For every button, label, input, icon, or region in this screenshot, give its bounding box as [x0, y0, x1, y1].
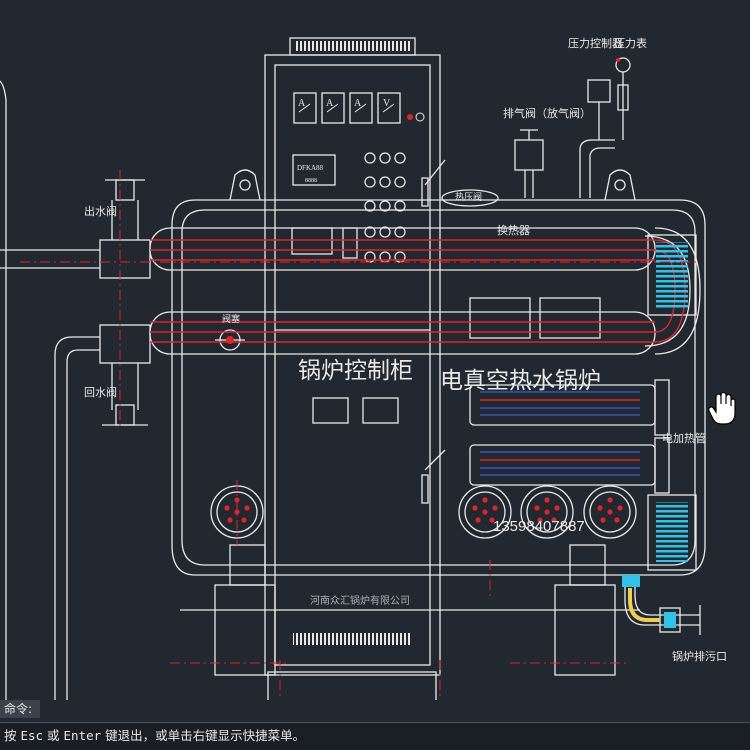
display-sub-value: 8888	[305, 178, 317, 184]
key-esc: Esc	[20, 728, 44, 743]
lifting-lug-right	[604, 169, 636, 201]
meter-label-3: A	[354, 98, 362, 109]
label-pressure-gauge: 压力表	[614, 36, 647, 50]
drain-pipe-highlight	[628, 588, 660, 622]
label-pressure-controller: 压力控制器	[568, 36, 623, 50]
outlet-valve	[99, 239, 151, 279]
pipe-return-left	[54, 336, 100, 700]
phone-number: 13598407887	[493, 518, 585, 535]
company-name: 河南众汇锅炉有限公司	[310, 594, 410, 607]
label-electric-heater: 电加热管	[662, 431, 706, 445]
label-heat-exchanger: 换热器	[497, 223, 530, 237]
boiler-nameplate-1	[469, 297, 531, 339]
heat-tank-top	[441, 189, 499, 207]
display-value: DFKA88	[297, 164, 324, 172]
boiler-title: 电真空热水锅炉	[440, 368, 601, 393]
pan-hand-icon	[708, 392, 736, 425]
return-valve	[99, 324, 151, 364]
meter-label-4: V	[383, 98, 391, 109]
heat-exchanger-tube-upper	[149, 227, 656, 271]
temp-display	[292, 154, 336, 186]
label-return-valve: 回水阀	[84, 385, 117, 399]
label-exhaust-valve: 排气阀（放气阀）	[503, 106, 591, 120]
bottom-vent-grille	[293, 633, 411, 645]
top-vent-grille	[295, 41, 410, 51]
meter-3	[349, 92, 373, 124]
drain-pipe	[624, 575, 700, 626]
door-handle-lower	[424, 449, 446, 471]
label-drain: 锅炉排污口	[672, 649, 727, 663]
meter-4	[377, 92, 401, 124]
key-enter: Enter	[63, 728, 102, 743]
heater-terminal-box-lower	[647, 494, 697, 571]
command-hint-or: 或	[43, 728, 64, 743]
electric-heater-lower	[469, 444, 656, 486]
flange-1	[458, 485, 512, 539]
meter-label-2: A	[326, 98, 334, 109]
nameplate-right	[362, 397, 399, 424]
command-line[interactable]: 按 Esc 或 Enter 键退出，或单击右键显示快捷菜单。	[0, 722, 750, 750]
meter-2	[321, 92, 345, 124]
flange-3	[583, 485, 637, 539]
exhaust-valve	[514, 139, 544, 171]
meter-1	[293, 92, 317, 124]
flange-2	[520, 485, 574, 539]
label-heat-tank: 热压阀	[455, 191, 482, 202]
meter-label-1: A	[298, 98, 306, 109]
boiler-nameplate-2	[539, 297, 601, 339]
cabinet-title: 锅炉控制柜	[298, 358, 413, 383]
left-edge-line	[0, 80, 7, 700]
command-hint-prefix: 按	[4, 728, 21, 743]
nameplate-left	[312, 397, 349, 424]
command-prompt-label: 命令:	[0, 700, 40, 718]
boiler-body	[171, 199, 706, 576]
switch-grid	[364, 152, 406, 263]
lifting-lug-left	[229, 169, 261, 201]
control-panel-screen	[291, 227, 333, 255]
cad-drawing-canvas[interactable]: A A A V DFKA88 8888 锅炉控制柜 电真空热水锅炉 135984…	[0, 0, 750, 700]
label-stop: 阀塞	[222, 313, 240, 324]
pressure-controller	[587, 79, 611, 103]
label-outlet-valve: 出水阀	[84, 204, 117, 218]
command-hint-suffix: 键退出，或单击右键显示快捷菜单。	[101, 728, 306, 743]
